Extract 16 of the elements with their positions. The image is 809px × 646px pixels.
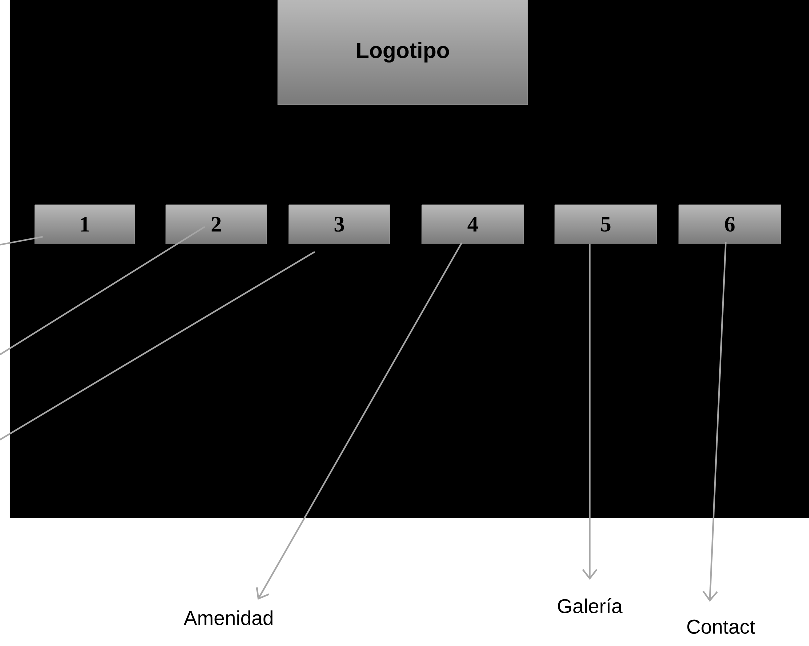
menu-button: 4 (422, 204, 524, 244)
arrow (582, 244, 598, 580)
menu-button: 3 (288, 204, 390, 244)
leader-line (0, 236, 44, 246)
menu-button: 1 (34, 204, 136, 244)
leader-line (0, 226, 206, 356)
arrow (256, 242, 463, 600)
menu-button: 6 (678, 204, 782, 244)
leader-line (0, 251, 316, 441)
header-box: Logotipo (278, 0, 528, 106)
menu-button: 2 (166, 204, 268, 244)
menu-button: 5 (554, 204, 658, 244)
arrow (702, 242, 727, 602)
menu-label: Contact (688, 620, 756, 634)
menu-label: Amenidad (184, 610, 273, 626)
menu-label: Galería (558, 598, 623, 614)
